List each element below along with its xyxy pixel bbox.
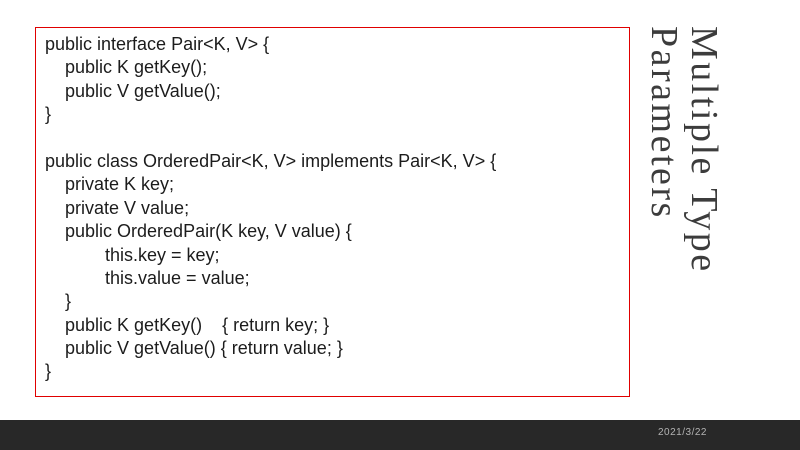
code-line: public class OrderedPair<K, V> implement… bbox=[45, 150, 497, 171]
code-line: public V getValue() { return value; } bbox=[45, 338, 343, 359]
code-line: public K getKey() { return key; } bbox=[45, 314, 330, 335]
code-line: public OrderedPair(K key, V value) { bbox=[45, 221, 352, 242]
slide-date: 2021/3/22 bbox=[658, 427, 707, 438]
code-line: } bbox=[45, 104, 52, 125]
code-line: public V getValue(); bbox=[45, 80, 221, 101]
code-line: } bbox=[45, 291, 72, 312]
code-line: public K getKey(); bbox=[45, 57, 208, 78]
code-box: public interface Pair<K, V> { public K g… bbox=[35, 27, 630, 397]
code-line: private K key; bbox=[45, 174, 175, 195]
footer-bar: 2021/3/22 bbox=[0, 420, 800, 450]
code-line: } bbox=[45, 361, 52, 382]
code-line: this.key = key; bbox=[45, 244, 220, 265]
title-line-2: Parameters bbox=[643, 26, 685, 220]
code-line: this.value = value; bbox=[45, 267, 250, 288]
code-line-blank bbox=[45, 127, 629, 150]
code-line: private V value; bbox=[45, 197, 190, 218]
title-line-1: Multiple Type bbox=[683, 26, 725, 274]
code-line: public interface Pair<K, V> { bbox=[45, 34, 270, 54]
slide-title: Multiple Type Parameters bbox=[643, 26, 725, 274]
